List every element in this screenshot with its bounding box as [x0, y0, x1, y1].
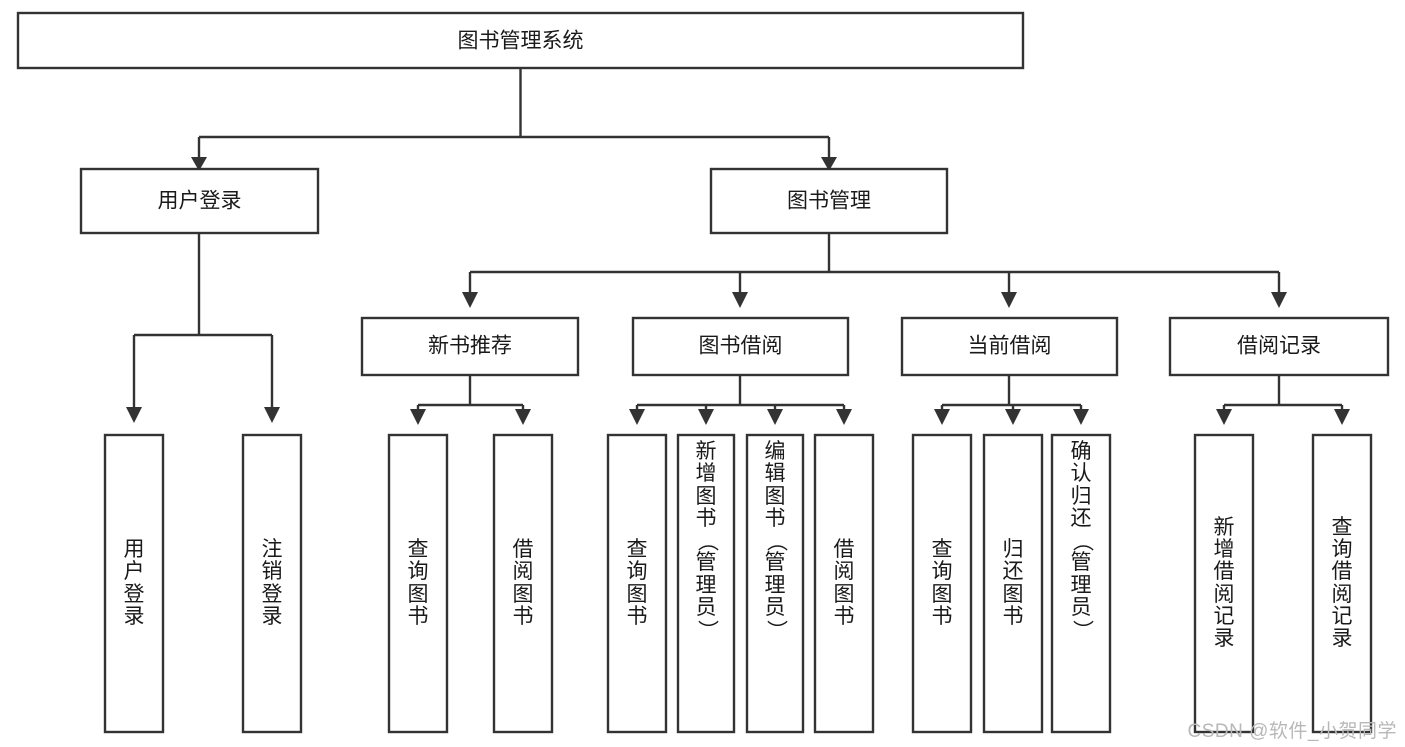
connector-userlogin-to-leaves — [126, 233, 280, 423]
connector-newbook-to-leaves — [410, 375, 531, 425]
node-current-borrow[interactable]: 当前借阅 — [900, 316, 1119, 377]
node-borrow-record[interactable]: 借阅记录 — [1168, 316, 1390, 377]
connector-borrow-to-leaves — [629, 375, 852, 425]
node-user-login[interactable]: 用户登录 — [79, 167, 320, 235]
node-leaf-user-login[interactable] — [103, 433, 165, 734]
connector-bookmgmt-to-level3 — [462, 233, 1287, 308]
node-book-management-label: 图书管理 — [787, 190, 871, 213]
connector-record-to-leaves — [1216, 375, 1350, 425]
node-leaf-borrow-book-1[interactable] — [492, 433, 554, 734]
csdn-watermark: CSDN @软件_小贺同学 — [1187, 721, 1397, 742]
node-book-borrow-label: 图书借阅 — [699, 335, 783, 358]
connector-current-to-leaves — [934, 375, 1089, 425]
node-leaf-return-book[interactable] — [982, 433, 1044, 734]
node-leaf-confirm-return-admin[interactable] — [1050, 433, 1112, 734]
node-leaf-query-book-2[interactable] — [606, 433, 668, 734]
node-leaf-add-borrow-record[interactable] — [1193, 433, 1255, 734]
node-leaf-query-book-1[interactable] — [387, 433, 449, 734]
node-leaf-add-book-admin[interactable] — [676, 433, 736, 734]
node-leaf-query-book-3[interactable] — [911, 433, 973, 734]
node-root[interactable]: 图书管理系统 — [16, 11, 1025, 70]
node-new-book-recommend-label: 新书推荐 — [428, 335, 512, 358]
node-borrow-record-label: 借阅记录 — [1237, 335, 1321, 358]
node-book-borrow[interactable]: 图书借阅 — [631, 316, 850, 377]
node-new-book-recommend[interactable]: 新书推荐 — [360, 316, 580, 377]
node-user-login-label: 用户登录 — [158, 190, 242, 213]
node-root-label: 图书管理系统 — [458, 30, 584, 53]
node-book-management[interactable]: 图书管理 — [709, 167, 949, 235]
node-leaf-borrow-book-2[interactable] — [813, 433, 875, 734]
node-leaf-logout[interactable] — [241, 433, 303, 734]
node-leaf-query-borrow-record[interactable] — [1311, 433, 1373, 734]
node-current-borrow-label: 当前借阅 — [968, 335, 1052, 358]
node-leaf-edit-book-admin[interactable] — [745, 433, 805, 734]
connector-root-to-level2 — [191, 68, 837, 171]
